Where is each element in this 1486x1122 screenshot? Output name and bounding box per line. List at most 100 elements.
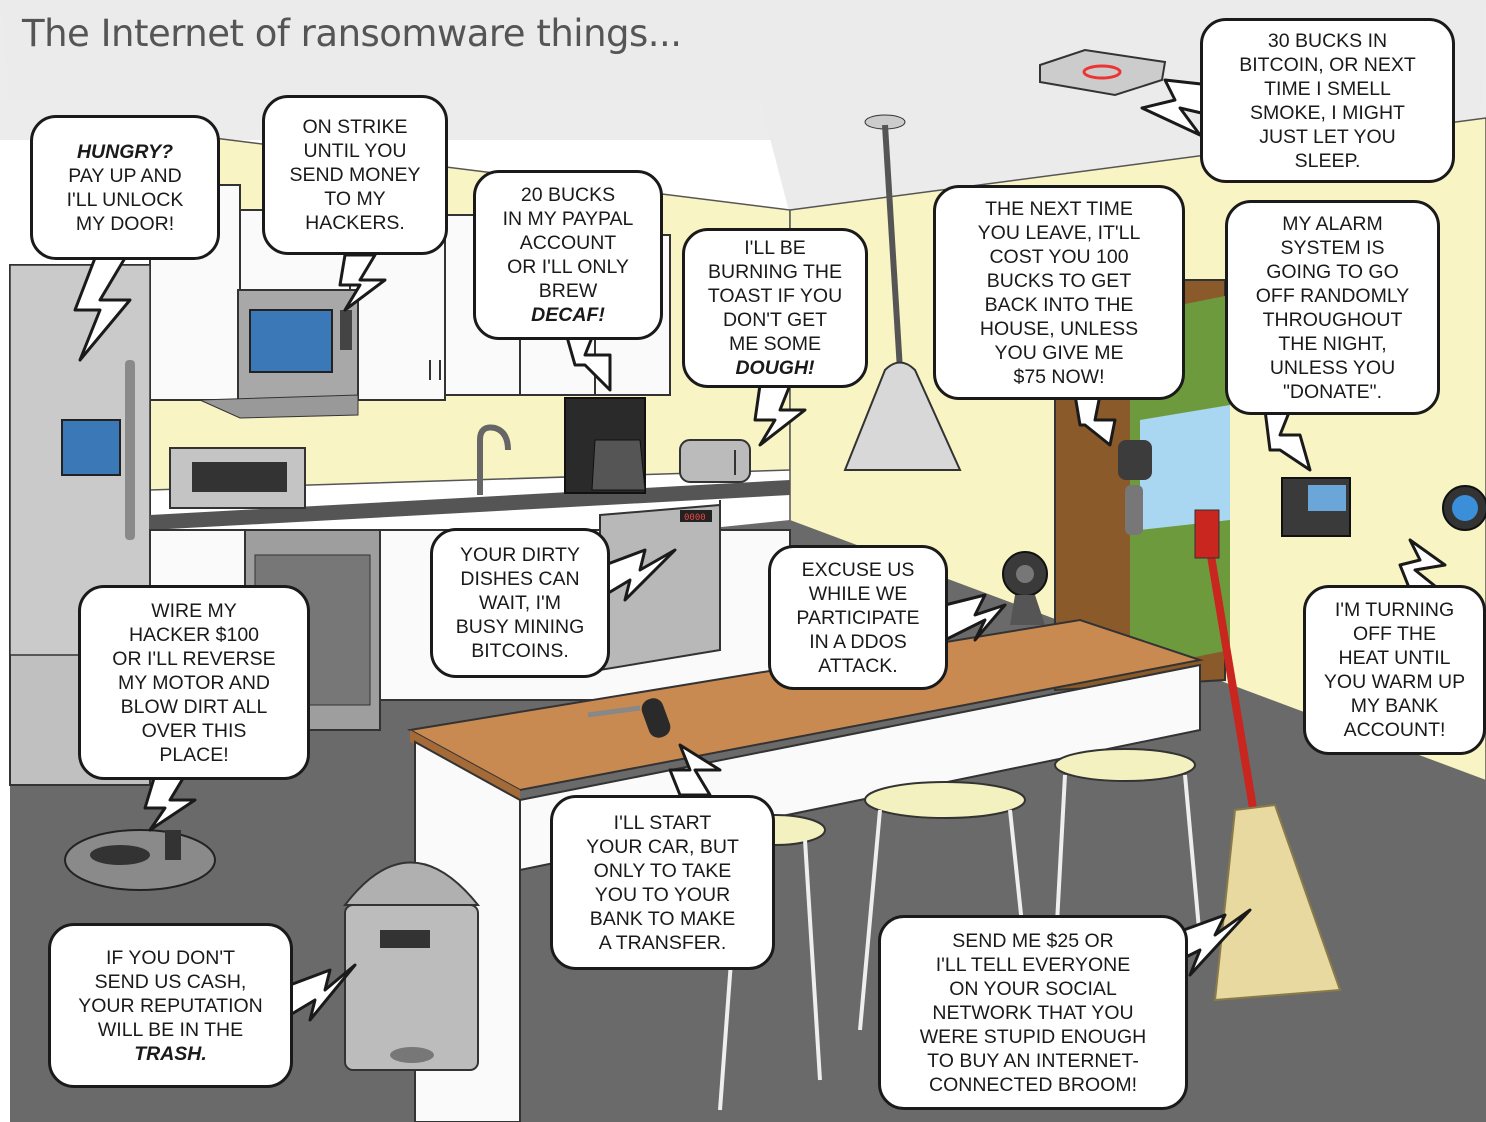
dishwasher-display: 0000 (684, 513, 706, 523)
bubble-line: SYSTEM IS (1280, 236, 1385, 259)
bubble-line: OFF THE (1352, 623, 1437, 645)
bubble-line: EXCUSE US (801, 558, 915, 581)
bubble-line: BUSY MINING (455, 616, 585, 638)
bubble-tails (73, 78, 1447, 1022)
bubble-line: UNLESS YOU (1269, 356, 1396, 379)
bubble-line: I'LL TELL EVERYONE (935, 953, 1131, 976)
bubble-line: PLACE! (159, 743, 229, 766)
bubble-line: THROUGHOUT (1262, 308, 1403, 331)
bubble-line: PAY UP AND (68, 164, 182, 187)
alarm-panel (1281, 477, 1351, 537)
bubble-line: YOUR REPUTATION (78, 994, 263, 1017)
bubble-line: COST YOU 100 (989, 245, 1129, 268)
bubble-line: ME SOME (728, 333, 822, 355)
bubble-line: TOAST IF YOU (707, 285, 843, 307)
bubble-line: MY ALARM (1282, 212, 1383, 235)
bubble-line: SEND US CASH, (94, 970, 247, 993)
bubble-line: TIME I SMELL (1264, 77, 1391, 100)
bubble-line: BITCOIN, OR NEXT (1239, 53, 1416, 76)
bubble-line: ON STRIKE (302, 116, 408, 138)
bubble-line: BREW (538, 280, 598, 302)
bubble-line: DON'T GET (722, 309, 828, 331)
bubble-line: SEND ME $25 OR (952, 929, 1114, 952)
bubble-line: 20 BUCKS (520, 184, 616, 206)
bubble-line: TO MY (324, 188, 386, 210)
bubble-line: BURNING THE (708, 261, 842, 283)
bubble-line: CONNECTED BROOM! (928, 1073, 1137, 1096)
bubble-line: BANK TO MAKE (589, 907, 736, 930)
bubble-line: MY DOOR! (75, 212, 175, 235)
bubble-line: IN MY PAYPAL (502, 208, 634, 230)
bubble-line: OFF RANDOMLY (1255, 284, 1410, 307)
bubble-line: $75 NOW! (1013, 365, 1105, 388)
trash-can (342, 861, 481, 1071)
bubble-line: YOUR DIRTY (460, 544, 580, 566)
bubble-line: YOU TO YOUR (594, 883, 731, 906)
bubble-line: BUCKS TO GET (986, 269, 1132, 292)
robot-vacuum (64, 829, 216, 891)
bubble-line: WHILE WE (808, 582, 908, 605)
bubble-line: TO BUY AN INTERNET- (927, 1049, 1139, 1072)
bubble-line: HACKERS. (305, 212, 405, 234)
bubble-line: I'M TURNING (1334, 599, 1455, 621)
bubble-line: BITCOINS. (471, 640, 569, 662)
smoke-detector (1039, 48, 1167, 97)
faucet (477, 424, 511, 495)
bubble-line: BACK INTO THE (984, 293, 1134, 316)
comic-title: The Internet of ransomware things... (22, 12, 682, 55)
bubble-line: ON YOUR SOCIAL (949, 977, 1117, 1000)
bubble-line: JUST LET YOU (1259, 125, 1396, 148)
bubble-line: A TRANSFER. (598, 931, 727, 954)
coffee-maker (564, 397, 646, 494)
bubble-line: THE NEXT TIME (985, 197, 1133, 220)
bubble-line: YOU GIVE ME (994, 341, 1124, 364)
broom (1194, 509, 1342, 1002)
bubble-line: NETWORK THAT YOU (932, 1001, 1134, 1024)
bubble-line: YOU WARM UP (1323, 671, 1466, 693)
dishwasher: 0000 (599, 503, 721, 672)
bubble-line: GOING TO GO (1266, 260, 1399, 283)
security-camera (1002, 551, 1048, 625)
bubble-line: BLOW DIRT ALL (120, 695, 268, 718)
bubble-line: OVER THIS (141, 719, 247, 742)
bubble-line: "DONATE". (1282, 380, 1383, 403)
bubble-line: IF YOU DON'T (105, 946, 236, 969)
bubble-line: PARTICIPATE (796, 606, 920, 629)
bubble-line: I'LL START (613, 811, 712, 834)
bubble-line: ONLY TO TAKE (593, 859, 732, 882)
bubble-line: I'LL BE (744, 237, 806, 259)
bubble-line: ATTACK. (818, 654, 898, 677)
bubble-line: WERE STUPID ENOUGH (919, 1025, 1147, 1048)
bubble-line: DECAF! (531, 304, 605, 326)
bubble-line: TRASH. (134, 1042, 207, 1065)
bubble-line: ACCOUNT! (1343, 719, 1446, 741)
bubble-line: OR I'LL REVERSE (112, 647, 276, 670)
bubble-line: WIRE MY (151, 599, 237, 622)
bubble-line: SLEEP. (1294, 149, 1361, 172)
pendant-lamp (843, 114, 962, 471)
stove (169, 447, 381, 731)
bubble-line: MY MOTOR AND (117, 671, 271, 694)
microwave (199, 289, 359, 419)
bubble-line: ACCOUNT (519, 232, 617, 254)
bubble-line: I'LL UNLOCK (66, 188, 184, 211)
bubble-line: THE NIGHT, (1278, 332, 1387, 355)
bubble-line: 30 BUCKS IN (1267, 29, 1388, 52)
bubble-line: WILL BE IN THE (97, 1018, 244, 1041)
bubble-line: IN A DDoS (809, 630, 907, 653)
bubble-line: UNTIL YOU (303, 140, 407, 162)
